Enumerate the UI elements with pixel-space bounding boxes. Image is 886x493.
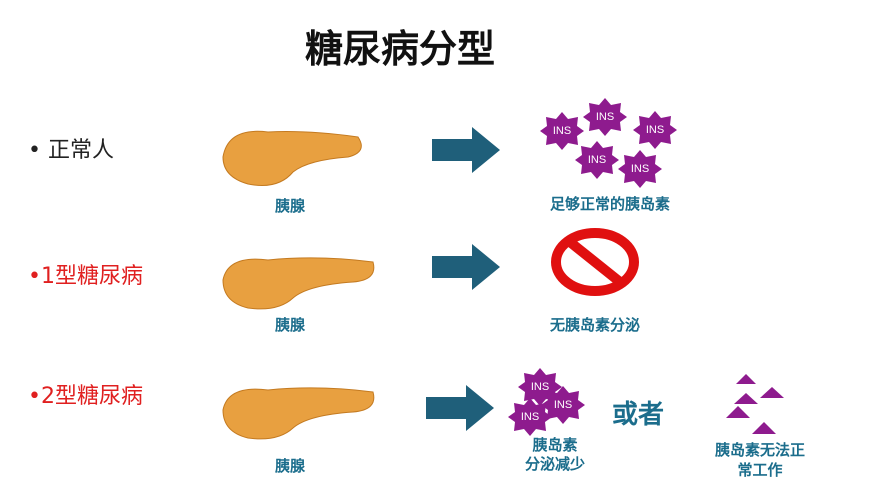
broken-insulin-icon [726,374,784,434]
organ-label: 胰腺 [274,316,305,334]
page-title: 糖尿病分型 [304,27,495,71]
organ-label: 胰腺 [274,457,305,475]
insulin-badge: INS [575,141,619,179]
bullet-type1: •1型糖尿病 [28,264,143,289]
or-label: 或者 [612,400,665,430]
bullet-normal: • 正常人 [28,138,114,163]
insulin-badge: INS [540,112,584,150]
arrow-right-icon [432,127,500,173]
pancreas-icon [222,387,375,440]
organ-label: 胰腺 [274,197,305,215]
pancreas-icon [222,130,362,186]
result-label: 胰岛素无法正 常工作 [714,441,805,479]
result-label: 胰岛素 分泌减少 [524,436,585,473]
pancreas-icon [222,257,375,310]
result-label: 足够正常的胰岛素 [549,195,670,213]
arrow-right-icon [426,385,494,431]
arrow-right-icon [432,244,500,290]
result-label: 无胰岛素分泌 [549,316,640,334]
insulin-badge: INS [541,386,585,424]
insulin-badge: INS [583,98,627,136]
insulin-badge: INS [508,398,552,436]
insulin-badge: INS [633,111,677,149]
prohibited-icon [551,228,639,296]
bullet-type2: •2型糖尿病 [28,384,143,409]
insulin-badge: INS [618,150,662,188]
